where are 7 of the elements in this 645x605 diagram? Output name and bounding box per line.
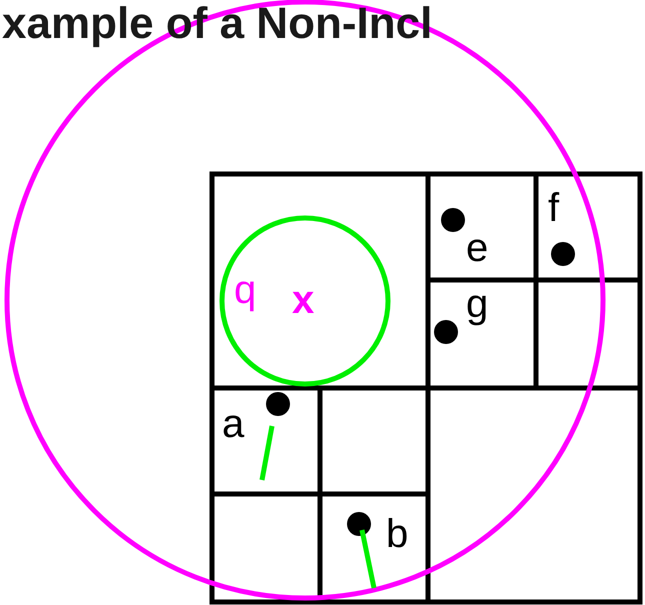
point-label: a <box>222 404 244 444</box>
point-label: q <box>234 270 256 310</box>
point-label: x <box>292 280 314 320</box>
point-label: g <box>466 284 488 324</box>
point-label: b <box>386 514 408 554</box>
point-label: e <box>466 228 488 268</box>
point-label: f <box>548 188 560 228</box>
